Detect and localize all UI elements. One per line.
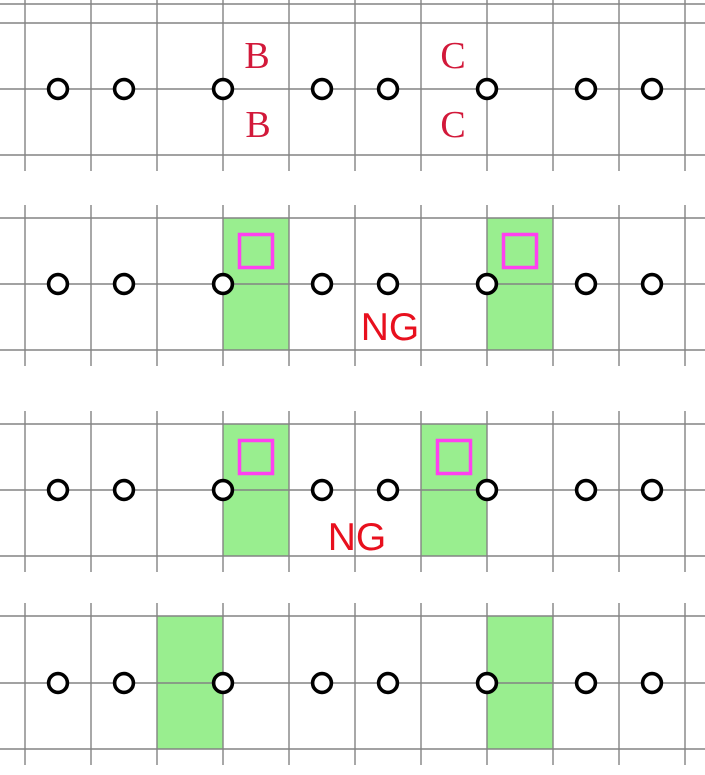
lattice-node <box>640 77 664 101</box>
lattice-node <box>574 671 598 695</box>
label-ng: NG <box>328 516 387 559</box>
lattice-node <box>475 77 499 101</box>
lattice-node <box>475 478 499 502</box>
lattice-node <box>211 671 235 695</box>
marker-square <box>237 438 275 476</box>
lattice-node <box>475 671 499 695</box>
lattice-node <box>112 77 136 101</box>
marker-square <box>237 232 275 270</box>
lattice-node <box>310 272 334 296</box>
lattice-node <box>211 77 235 101</box>
lattice-node <box>574 478 598 502</box>
lattice-node <box>211 272 235 296</box>
lattice-node <box>376 478 400 502</box>
lattice-node <box>376 77 400 101</box>
lattice-node <box>46 272 70 296</box>
label-b: B <box>244 35 269 77</box>
lattice-node <box>376 671 400 695</box>
lattice-node <box>211 478 235 502</box>
lattice-node <box>46 478 70 502</box>
lattice-node <box>112 671 136 695</box>
marker-square <box>435 438 473 476</box>
panel-2: NG <box>0 205 705 366</box>
label-c: C <box>440 35 465 77</box>
lattice-node <box>46 671 70 695</box>
lattice-node <box>310 77 334 101</box>
label-c: C <box>440 104 465 146</box>
lattice-node <box>574 77 598 101</box>
lattice-node <box>46 77 70 101</box>
panel-3: NG <box>0 411 705 572</box>
lattice-node <box>640 272 664 296</box>
label-b: B <box>245 104 270 146</box>
panel-1: BB CC <box>0 0 705 171</box>
marker-square <box>501 232 539 270</box>
lattice-node <box>640 671 664 695</box>
lattice-node <box>112 272 136 296</box>
lattice-node <box>376 272 400 296</box>
lattice-node <box>640 478 664 502</box>
lattice-node <box>574 272 598 296</box>
lattice-node <box>112 478 136 502</box>
lattice-node <box>310 478 334 502</box>
label-ng: NG <box>361 306 420 349</box>
panel-4 <box>0 603 705 765</box>
lattice-node <box>475 272 499 296</box>
lattice-node <box>310 671 334 695</box>
